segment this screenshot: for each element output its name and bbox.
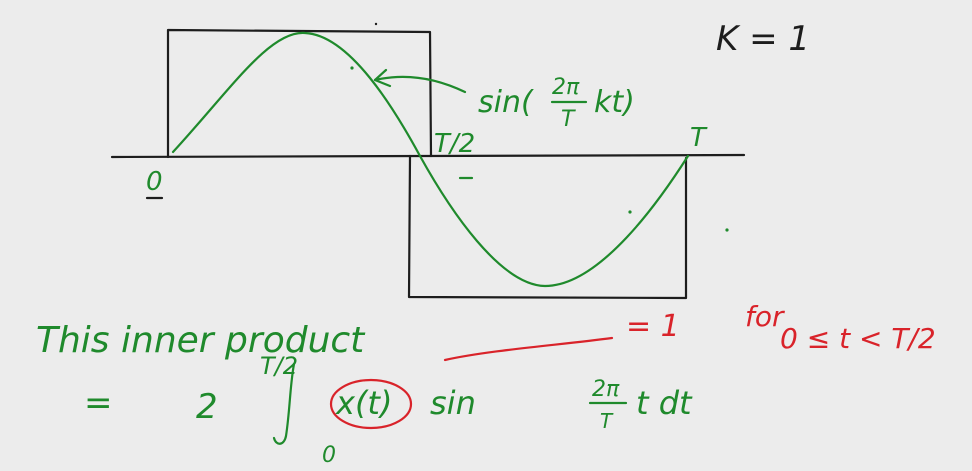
sine-label-num: 2π bbox=[552, 75, 580, 100]
sine-label-den: T bbox=[561, 107, 576, 132]
red-circle bbox=[329, 378, 413, 430]
frac-den: T bbox=[600, 409, 614, 433]
sine-label-suffix: kt) bbox=[594, 85, 635, 120]
label-arrow bbox=[373, 75, 467, 94]
line1-text: This inner product bbox=[36, 320, 366, 361]
for-text: for bbox=[745, 300, 785, 333]
lower-limit: 0 bbox=[322, 443, 336, 468]
condition-text: 0 ≤ t < T/2 bbox=[780, 322, 936, 355]
sine-label-prefix: sin( bbox=[478, 85, 534, 120]
square-wave-negative bbox=[407, 154, 688, 300]
integrand-circled: x(t) bbox=[335, 384, 392, 422]
integral-sign bbox=[272, 362, 296, 445]
label-arrow-head bbox=[373, 68, 392, 88]
red-pointer-line bbox=[443, 336, 614, 362]
mark-dot bbox=[350, 66, 354, 70]
frac-num: 2π bbox=[592, 377, 620, 402]
mark-dot bbox=[628, 210, 632, 214]
upper-limit: T/2 bbox=[260, 352, 298, 380]
time-axis bbox=[110, 153, 746, 159]
integrand-sin: sin bbox=[430, 384, 476, 422]
mark-dot bbox=[725, 228, 729, 232]
square-wave-positive bbox=[166, 28, 433, 159]
tick-zero: 0 bbox=[146, 167, 163, 197]
k-label: K = 1 bbox=[716, 19, 810, 59]
tick-full: T bbox=[690, 123, 708, 153]
equals-one: = 1 bbox=[626, 309, 680, 344]
sine-curve bbox=[171, 31, 690, 288]
mark-dot bbox=[374, 22, 378, 26]
coef: 2 bbox=[196, 387, 218, 427]
tail-text: t dt bbox=[636, 384, 693, 422]
tick-half: T/2 bbox=[434, 129, 475, 159]
eq-sign: = bbox=[84, 383, 113, 423]
